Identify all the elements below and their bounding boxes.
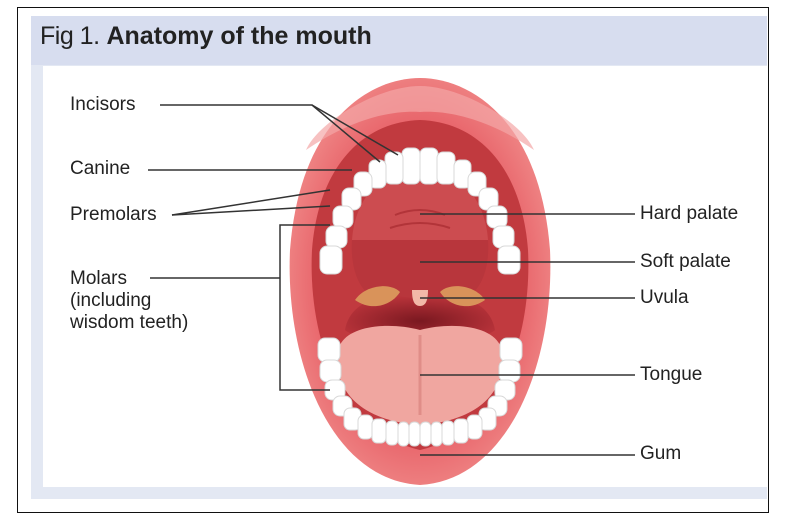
label-uvula: Uvula bbox=[640, 287, 689, 309]
label-molars: Molars (including wisdom teeth) bbox=[70, 268, 188, 334]
label-premolars: Premolars bbox=[70, 204, 157, 226]
label-gum: Gum bbox=[640, 443, 681, 465]
label-tongue: Tongue bbox=[640, 364, 702, 386]
label-soft-palate: Soft palate bbox=[640, 251, 731, 273]
label-canine: Canine bbox=[70, 158, 130, 180]
label-hard-palate: Hard palate bbox=[640, 203, 738, 225]
label-incisors: Incisors bbox=[70, 94, 135, 116]
